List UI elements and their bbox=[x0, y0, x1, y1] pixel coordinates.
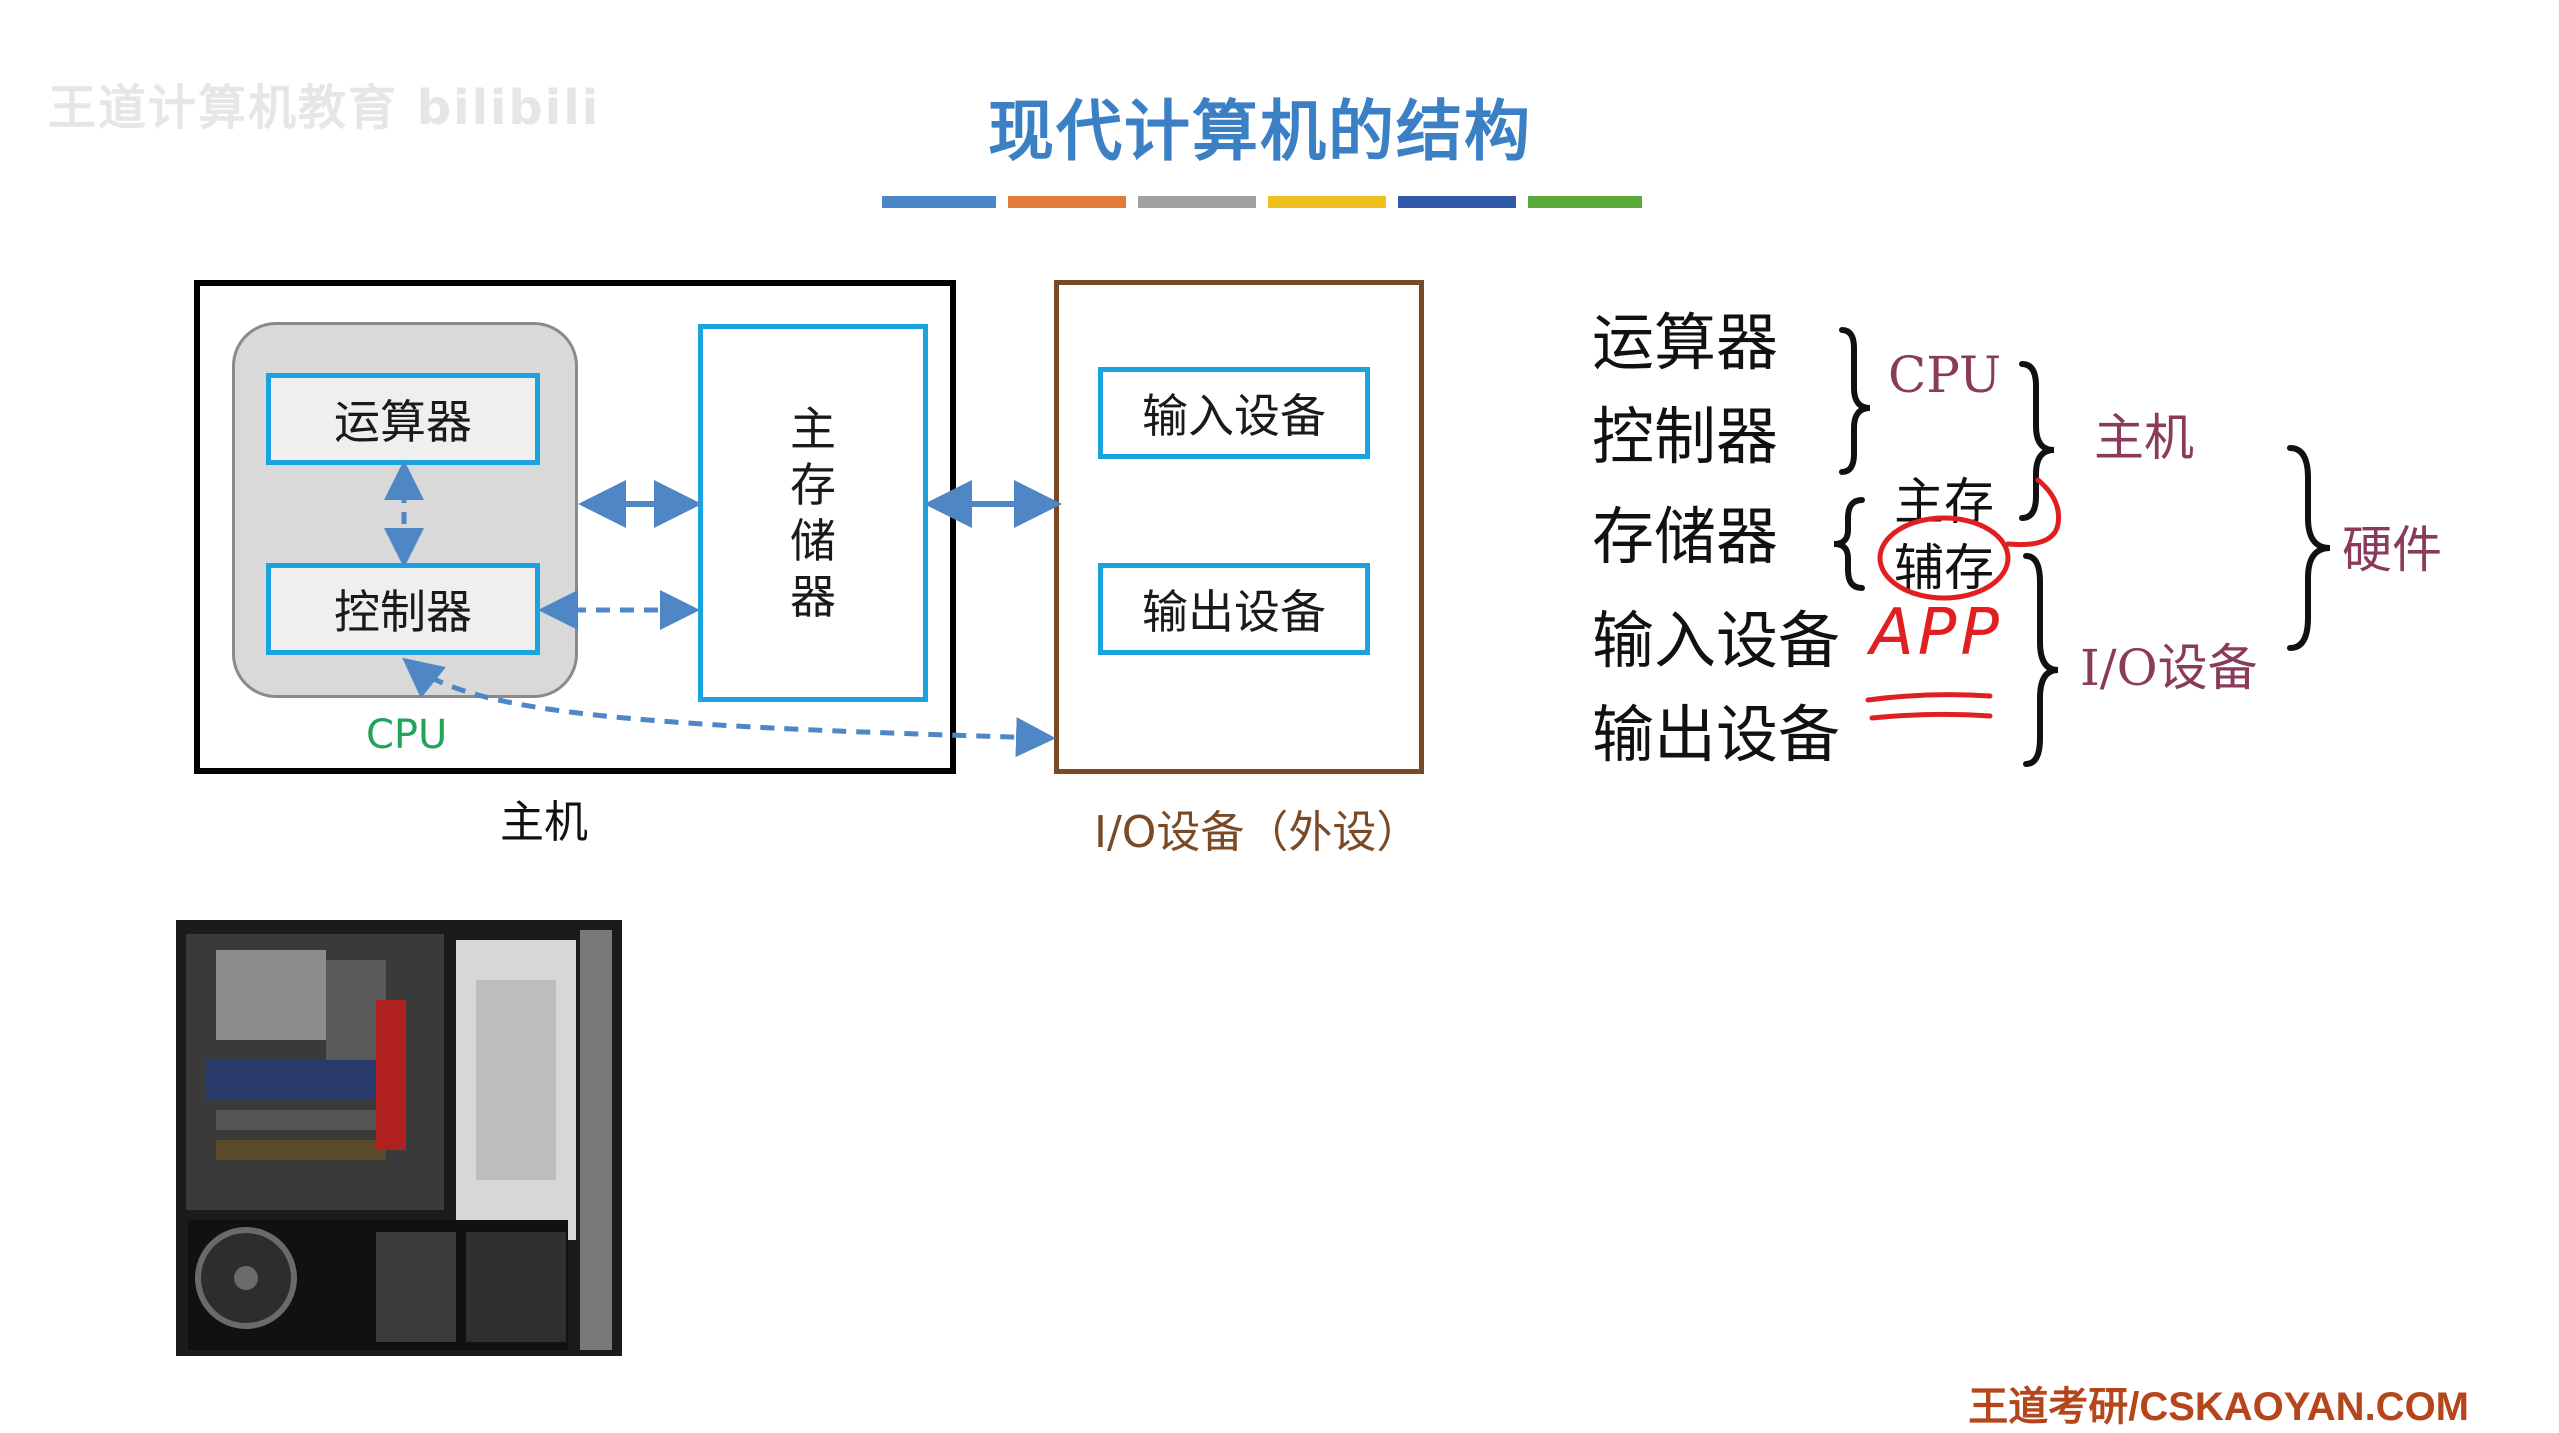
title-bar-6 bbox=[1528, 196, 1642, 208]
underline-2 bbox=[1869, 711, 1993, 721]
hardware-brace bbox=[2287, 445, 2331, 651]
main-memory-char-1: 主 bbox=[790, 402, 836, 456]
rh-io-devices: I/O设备 bbox=[2080, 639, 2258, 697]
footer-site: 王道考研/CSKAOYAN.COM bbox=[1968, 1385, 2469, 1429]
slide-title: 现代计算机的结构 bbox=[988, 92, 1532, 170]
app-annotation: APP bbox=[1870, 596, 2003, 670]
input-device-box: 输入设备 bbox=[1098, 367, 1370, 459]
title-bar-3 bbox=[1138, 196, 1256, 208]
io-label: I/O设备（外设） bbox=[1094, 807, 1421, 858]
rh-hardware: 硬件 bbox=[2342, 521, 2442, 579]
computer-case-image bbox=[176, 920, 622, 1356]
alu-box: 运算器 bbox=[266, 373, 540, 465]
title-bar-2 bbox=[1008, 196, 1126, 208]
title-bar-1 bbox=[882, 196, 996, 208]
output-device-box: 输出设备 bbox=[1098, 563, 1370, 655]
rh-storage: 存储器 bbox=[1592, 500, 1779, 573]
title-bar-4 bbox=[1268, 196, 1386, 208]
cpu-brace bbox=[1839, 327, 1871, 475]
rh-alu: 运算器 bbox=[1592, 306, 1779, 379]
host-label: 主机 bbox=[500, 797, 588, 848]
title-bar-5 bbox=[1398, 196, 1516, 208]
rh-controller: 控制器 bbox=[1592, 400, 1779, 473]
rh-aux-memory: 辅存 bbox=[1894, 539, 1994, 597]
io-brace bbox=[2023, 553, 2059, 767]
rh-cpu: CPU bbox=[1888, 346, 2002, 404]
rh-input-device: 输入设备 bbox=[1592, 604, 1841, 677]
rh-output-device: 输出设备 bbox=[1592, 698, 1841, 771]
aux-memory-circle bbox=[1877, 515, 2011, 601]
main-memory-char-3: 储 bbox=[790, 514, 836, 568]
red-connector bbox=[2005, 477, 2062, 548]
storage-brace bbox=[1833, 497, 1865, 591]
main-memory-box: 主 存 储 器 bbox=[698, 324, 928, 702]
underline-1 bbox=[1865, 692, 1993, 703]
watermark: 王道计算机教育 bilibili bbox=[48, 80, 601, 136]
main-memory-char-4: 器 bbox=[790, 570, 836, 624]
controller-io-arrow bbox=[402, 657, 1056, 758]
main-memory-char-2: 存 bbox=[790, 458, 836, 512]
host-brace bbox=[2019, 361, 2055, 521]
rh-host: 主机 bbox=[2094, 409, 2194, 467]
